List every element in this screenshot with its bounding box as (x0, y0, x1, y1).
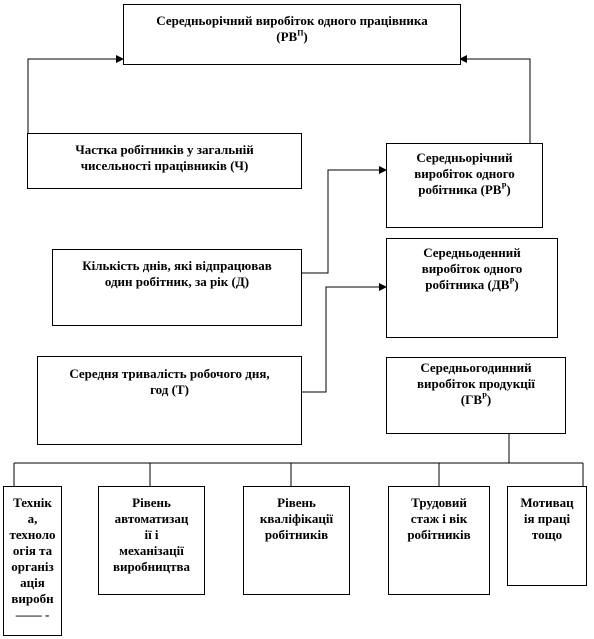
daily-line3-sup: Р (509, 276, 515, 286)
hourly-line3-sup: Р (482, 391, 487, 401)
daily-line3-prefix: робітника (ДВ (425, 277, 510, 292)
factor-box-automation: Рівень автоматизац ії і механізації виро… (98, 486, 205, 595)
top-sub-suffix: ) (303, 29, 308, 44)
duration-box: Середня тривалість робочого дня, год (Т) (37, 356, 302, 445)
factor-2-line: автоматизац (114, 511, 189, 526)
arrow-share-to-top (27, 55, 124, 133)
factor-2-line: ії і (144, 527, 159, 542)
factor-2-line: виробництва (112, 559, 191, 574)
factor-1-line: Технік (13, 495, 52, 510)
daily-line1: Середньоденний (423, 245, 521, 260)
top-sub-sup: П (297, 28, 304, 38)
daily-worker-box: Середньоденний виробіток одного робітник… (386, 238, 558, 338)
factor-4-line: робітників (407, 527, 471, 542)
factor-1-line: огія та (12, 543, 53, 558)
factor-4-line: стаж і вік (410, 511, 468, 526)
days-line2: один робітник, за рік (Д) (104, 274, 250, 289)
factor-5-line: Мотивац (520, 495, 574, 510)
annual-line3-sup: Р (501, 181, 507, 191)
factor-2-line: Рівень (132, 495, 171, 510)
annual-line1: Середньорічний (416, 150, 513, 165)
top-line1: Середньорічний виробіток одного працівни… (156, 13, 428, 28)
factor-5-line: ія праці (523, 511, 571, 526)
factor-box-technology: Технік а, техноло огія та організ ація в… (3, 486, 62, 636)
arrow-duration-to-daily (302, 283, 387, 393)
factor-1-line: організ (11, 559, 54, 574)
hourly-box: Середньогодинний виробіток продукції (ГВ… (386, 357, 566, 434)
factor-3-line: кваліфікації (259, 511, 334, 526)
factor-box-motivation: Мотивац ія праці тощо (507, 486, 587, 586)
factor-3-line: робітників (264, 527, 329, 542)
share-line2: чисельності працівників (Ч) (80, 158, 249, 173)
factor-2-line: механізації (119, 543, 184, 558)
top-box: Середньорічний виробіток одного працівни… (123, 4, 461, 65)
hourly-line3-prefix: (ГВ (460, 392, 483, 407)
factor-1-line: —— - (15, 607, 50, 622)
hourly-line3-suffix: ) (486, 392, 492, 407)
annual-line3-prefix: робітника (РВ (418, 182, 502, 197)
factor-1-line: ація (20, 575, 45, 590)
factor-1-line: а, (27, 511, 38, 526)
factor-1-line: техноло (9, 527, 56, 542)
arrow-days-to-annual (302, 166, 387, 274)
share-line1: Частка робітників у загальній (75, 142, 254, 157)
hourly-line2: виробіток продукції (417, 376, 535, 391)
hourly-line1: Середньогодинний (420, 360, 532, 375)
days-box: Кількість днів, які відпрацював один роб… (52, 249, 302, 326)
duration-line1: Середня тривалість робочого дня, (69, 366, 270, 381)
factor-1-line: виробн (11, 591, 54, 606)
factor-box-experience: Трудовий стаж і вік робітників (388, 486, 490, 595)
factor-box-qualification: Рівень кваліфікації робітників (243, 486, 350, 595)
factor-4-line: Трудовий (411, 495, 467, 510)
annual-line2: виробіток одного (414, 166, 515, 181)
top-sub-prefix: (РВ (276, 29, 298, 44)
annual-line3-suffix: ) (506, 182, 511, 197)
share-box: Частка робітників у загальній чисельност… (27, 133, 302, 189)
days-line1: Кількість днів, які відпрацював (82, 258, 272, 273)
arrow-annual-to-top (459, 55, 531, 143)
duration-line2: год (Т) (150, 382, 189, 397)
daily-line2: виробіток одного (421, 261, 523, 276)
annual-worker-box: Середньорічний виробіток одного робітник… (386, 143, 543, 228)
factor-5-line: тощо (531, 527, 563, 542)
factor-3-line: Рівень (277, 495, 316, 510)
daily-line3-suffix: ) (514, 277, 519, 292)
